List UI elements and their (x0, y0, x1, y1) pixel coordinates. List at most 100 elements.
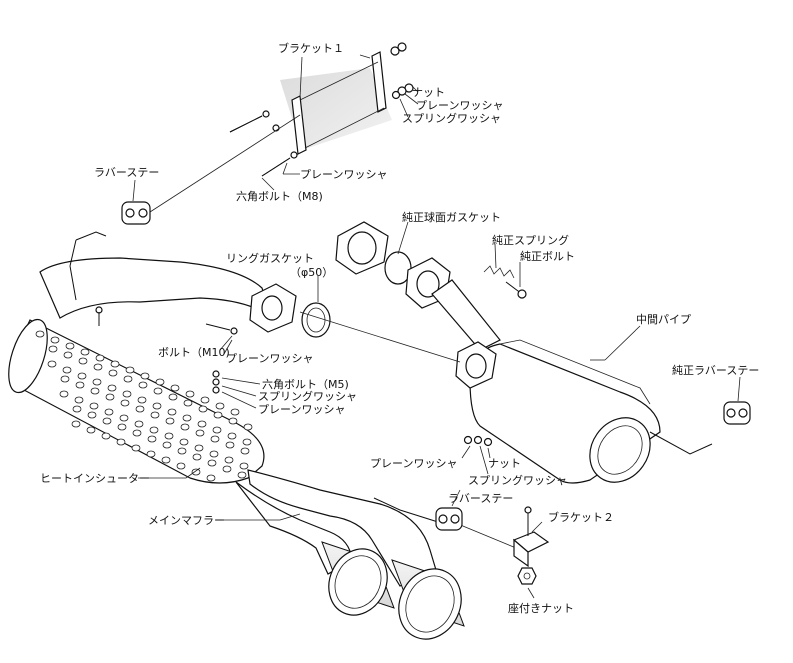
label-flange-nut: 座付きナット (508, 601, 574, 615)
middle-hardware (461, 435, 493, 475)
perforation-hole (107, 384, 117, 392)
perforation-hole (168, 393, 178, 401)
perforation-hole (50, 336, 60, 344)
perforation-hole (78, 357, 88, 365)
perforation-hole (135, 405, 145, 413)
bracket1-arm (291, 95, 307, 155)
ring-gasket (301, 302, 331, 338)
perforation-hole (180, 423, 190, 431)
perforation-hole (35, 330, 45, 338)
oem-rubber-stay (723, 376, 751, 425)
perforation-hole (71, 420, 81, 428)
perforation-hole (80, 348, 90, 356)
perforation-hole (242, 438, 252, 446)
perforation-hole (132, 429, 142, 437)
perforation-hole (213, 411, 223, 419)
perforation-hole (89, 402, 99, 410)
bracket2 (512, 506, 550, 568)
plain-washer-icon (397, 86, 407, 96)
label-plain-washer-m10: プレーンワッシャ (226, 352, 313, 365)
perforation-hole (74, 396, 84, 404)
perforation-hole (155, 378, 165, 386)
perforation-hole (207, 459, 217, 467)
label-plain-washer-m5: プレーンワッシャ (258, 403, 345, 416)
perforation-hole (164, 432, 174, 440)
label-hex-bolt-m8: 六角ボルト（M8) (236, 190, 323, 203)
perforation-hole (212, 426, 222, 434)
perforation-hole (92, 378, 102, 386)
label-oem-sphere-gasket: 純正球面ガスケット (402, 210, 501, 224)
perforation-hole (225, 441, 235, 449)
oem-spring (483, 265, 527, 299)
perforation-hole (150, 411, 160, 419)
perforation-hole (60, 375, 70, 383)
perforation-hole (176, 462, 186, 470)
perforation-hole (125, 366, 135, 374)
perforation-hole (206, 474, 216, 482)
rubber-stay-left (121, 179, 151, 225)
perforation-hole (77, 372, 87, 380)
labels: ブラケット１ ナット プレーンワッシャ スプリングワッシャ プレーンワッシャ 六… (40, 41, 759, 615)
perforation-hole (162, 441, 172, 449)
perforation-hole (93, 363, 103, 371)
label-phi50: （φ50） (290, 266, 333, 279)
body-mount-shading (280, 68, 392, 150)
perforation-hole (122, 390, 132, 398)
label-oem-spring: 純正スプリング (492, 233, 569, 247)
perforation-hole (65, 342, 75, 350)
perforation-hole (230, 408, 240, 416)
hex-bolt-m8-lower (261, 151, 298, 177)
label-bracket2: ブラケット２ (548, 510, 614, 524)
label-oem-rubber-stay: 純正ラバーステー (672, 364, 759, 377)
perforation-hole (197, 420, 207, 428)
perforation-hole (222, 465, 232, 473)
perforation-hole (86, 426, 96, 434)
perforation-hole (95, 354, 105, 362)
perforation-hole (195, 429, 205, 437)
perforation-hole (105, 393, 115, 401)
tail-tip-right (391, 559, 465, 640)
label-plain-washer-bolt: プレーンワッシャ (300, 168, 387, 181)
label-middle-pipe: 中間パイプ (636, 313, 691, 326)
perforation-hole (194, 444, 204, 452)
perforation-hole (228, 417, 238, 425)
middle-pipe-assembly (335, 221, 713, 484)
perforation-hole (59, 390, 69, 398)
perforation-hole (137, 396, 147, 404)
perforation-hole (104, 408, 114, 416)
perforation-hole (153, 387, 163, 395)
perforation-hole (47, 360, 57, 368)
hex-bolt-m5-icon (212, 370, 220, 378)
perforation-hole (110, 360, 120, 368)
perforation-hole (185, 390, 195, 398)
perforation-hole (198, 405, 208, 413)
insulator-perforations (35, 330, 253, 482)
perforation-hole (117, 423, 127, 431)
washer-top-icon (390, 46, 400, 56)
perforation-hole (224, 456, 234, 464)
label-nut-mid: ナット (488, 457, 521, 470)
perforation-hole (183, 399, 193, 407)
label-rubber-stay-right: ラバーステー (448, 492, 513, 505)
label-bracket1: ブラケット１ (278, 41, 344, 55)
perforation-hole (170, 384, 180, 392)
middle-muffler (469, 339, 661, 484)
perforation-hole (167, 408, 177, 416)
flange-nut (517, 567, 537, 599)
perforation-hole (237, 471, 247, 479)
perforation-hole (227, 432, 237, 440)
hex-bolt-m8-upper (229, 110, 280, 133)
perforation-hole (123, 375, 133, 383)
perforation-hole (131, 444, 141, 452)
label-plain-washer-mid: プレーンワッシャ (370, 457, 457, 470)
main-muffler-assembly (8, 231, 517, 640)
perforation-hole (90, 387, 100, 395)
label-rubber-stay-left: ラバーステー (94, 166, 159, 179)
perforation-hole (138, 381, 148, 389)
perforation-hole (87, 411, 97, 419)
perforation-hole (101, 432, 111, 440)
perforation-hole (215, 402, 225, 410)
perforation-hole (120, 399, 130, 407)
rubber-stay-right (435, 489, 463, 531)
